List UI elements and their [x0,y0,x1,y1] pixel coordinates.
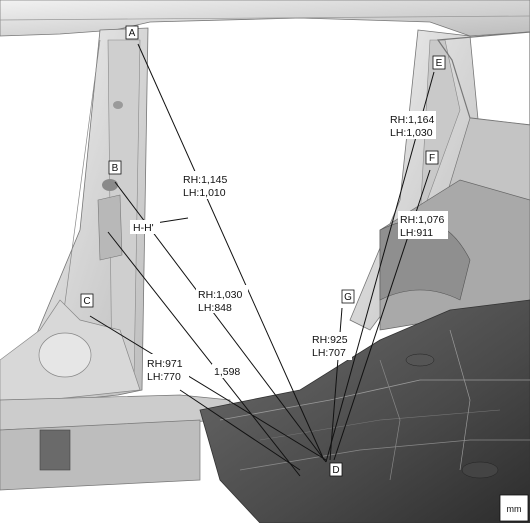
dim-g-lh: LH:707 [312,347,346,359]
point-c-box [80,293,94,308]
point-a-label: A [129,28,136,39]
point-f-label: F [429,153,435,164]
point-d-box [329,462,343,477]
dim-b-lh: LH:848 [198,302,232,314]
dim-c-lh: LH:770 [147,371,181,383]
dim-f-rh: RH:1,076 [400,214,445,226]
line-hh-d [107,231,301,477]
dim-e-lh: LH:1,030 [390,127,433,139]
line-diag [179,389,301,471]
point-d-label: D [332,465,339,476]
point-g-label: G [344,292,352,303]
point-a-box [125,25,139,40]
dim-e-rh: RH:1,164 [390,114,435,126]
dim-f-lh: LH:911 [400,227,433,239]
dim-diag: 1,598 [214,366,240,378]
dim-g-rh: RH:925 [312,334,348,346]
point-markers: A B C D E F G [80,25,446,477]
dim-a-rh: RH:1,145 [183,174,228,186]
dim-b-rh: RH:1,030 [198,289,243,301]
line-a-d [137,43,325,461]
line-c-d [89,315,327,461]
point-f-box [425,150,439,165]
point-e-box [432,55,446,70]
unit-label: mm [507,504,522,514]
point-e-label: E [436,58,443,69]
point-b-label: B [112,163,119,174]
dim-c-rh: RH:971 [147,358,183,370]
unit-box: mm [499,494,529,522]
point-g-box [341,289,355,304]
dimension-labels: RH:1,145 LH:1,010 RH:1,030 LH:848 RH:971… [130,111,448,383]
dim-hh: H-H' [133,222,154,234]
point-b-box [108,160,122,175]
dim-a-lh: LH:1,010 [183,187,226,199]
point-c-label: C [83,296,90,307]
